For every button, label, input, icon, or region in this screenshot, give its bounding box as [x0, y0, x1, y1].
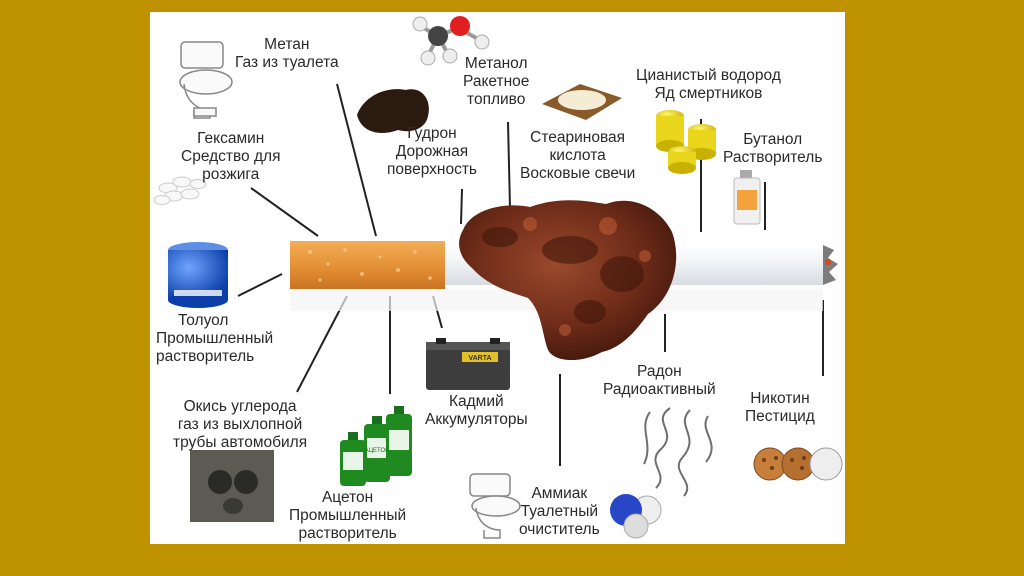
- toluene-barrel-icon: [168, 242, 228, 308]
- label-stearin-sub1: кислота: [549, 147, 606, 164]
- label-ammiak: Аммиак Туалетный очиститель: [519, 485, 600, 539]
- label-radon: Радон Радиоактивный: [603, 363, 716, 399]
- line-metan: [336, 83, 377, 237]
- label-radon-title: Радон: [637, 363, 682, 380]
- toilet-icon-top: [179, 41, 233, 119]
- acetone-bottle-label: АЦЕТОН: [365, 448, 390, 454]
- label-radon-sub: Радиоактивный: [603, 381, 716, 398]
- line-toluol: [237, 273, 283, 297]
- label-ammiak-title: Аммиак: [531, 485, 588, 502]
- diagram-panel: АЦЕТОН VARTA: [150, 12, 845, 544]
- label-carbon-sub2: трубы автомобиля: [173, 434, 308, 451]
- label-carbon-title: Окись углерода: [183, 398, 297, 415]
- label-toluol: Толуол Промышленный растворитель: [156, 312, 273, 366]
- battery-brand: VARTA: [468, 355, 491, 362]
- label-gudron-sub2: поверхность: [387, 161, 477, 178]
- label-gudron-title: Гудрон: [407, 125, 457, 142]
- smoke-icon: [643, 407, 713, 497]
- toilet-icon-bottom: [469, 473, 521, 539]
- cigarette-filter: [290, 241, 445, 289]
- label-carbon-sub1: газ из выхлопной: [177, 416, 303, 433]
- label-metanol-sub2: топливо: [467, 91, 526, 108]
- cigarette-ash: [823, 245, 838, 285]
- label-stearin-title: Стеариновая: [530, 129, 626, 146]
- label-aceton-sub2: растворитель: [298, 525, 397, 542]
- line-carbon: [296, 295, 348, 393]
- label-gudron: Гудрон Дорожная поверхность: [387, 125, 477, 179]
- ammonia-molecule-icon: [610, 494, 662, 539]
- label-aceton-title: Ацетон: [321, 489, 374, 506]
- label-gudron-sub1: Дорожная: [395, 143, 469, 160]
- label-cyan-sub: Яд смертников: [654, 85, 763, 102]
- label-toluol-title: Толуол: [178, 312, 229, 329]
- stearic-acid-icon: [542, 84, 622, 120]
- label-toluol-sub2: растворитель: [156, 348, 255, 365]
- label-metan: Метан Газ из туалета: [235, 36, 339, 72]
- label-geksamin-sub1: Средство для: [181, 148, 281, 165]
- acetone-bottles-icon: АЦЕТОН: [340, 406, 412, 486]
- lung: [459, 200, 677, 361]
- hexamine-tablets-icon: [153, 176, 207, 205]
- label-ammiak-sub2: очиститель: [519, 521, 600, 538]
- butanol-bottle-icon: [733, 170, 761, 225]
- label-metanol-sub1: Ракетное: [463, 73, 530, 90]
- label-aceton-sub1: Промышленный: [289, 507, 407, 524]
- label-metan-sub: Газ из туалета: [235, 54, 339, 71]
- label-nikotin-sub: Пестицид: [745, 408, 815, 425]
- label-nikotin-title: Никотин: [750, 390, 810, 407]
- label-toluol-sub1: Промышленный: [156, 330, 274, 347]
- line-metanol: [507, 121, 511, 209]
- label-stearin-sub2: Восковые свечи: [520, 165, 636, 182]
- label-nikotin: Никотин Пестицид: [745, 390, 815, 426]
- label-butanol: Бутанол Растворитель: [723, 131, 822, 167]
- label-metan-title: Метан: [264, 36, 310, 53]
- label-metanol: Метанол Ракетное топливо: [463, 55, 529, 109]
- label-kadmiy-title: Кадмий: [448, 393, 504, 410]
- label-cyan: Цианистый водород Яд смертников: [636, 67, 781, 103]
- line-gudron: [460, 188, 463, 225]
- label-butanol-title: Бутанол: [743, 131, 803, 148]
- label-metanol-title: Метанол: [464, 55, 528, 72]
- cyanide-cans-icon: [656, 110, 716, 174]
- methanol-molecule-icon: [412, 16, 490, 66]
- label-stearin: Стеариновая кислота Восковые свечи: [520, 129, 635, 183]
- battery-icon: VARTA: [426, 338, 510, 390]
- label-carbon: Окись углерода газ из выхлопной трубы ав…: [173, 398, 307, 452]
- tar-icon: [357, 89, 429, 134]
- line-geksamin: [250, 187, 319, 237]
- cigarette-bundle-icon: [753, 447, 843, 481]
- label-geksamin: Гексамин Средство для розжига: [181, 130, 280, 184]
- label-kadmiy-sub: Аккумуляторы: [425, 411, 528, 428]
- diagram-art: АЦЕТОН VARTA: [153, 16, 843, 539]
- pointer-lines: [237, 83, 824, 466]
- label-cyan-title: Цианистый водород: [636, 67, 781, 84]
- label-butanol-sub: Растворитель: [723, 149, 823, 166]
- gas-mask-photo-icon: [190, 450, 274, 522]
- label-geksamin-sub2: розжига: [202, 166, 260, 183]
- label-geksamin-title: Гексамин: [197, 130, 265, 147]
- label-aceton: Ацетон Промышленный растворитель: [289, 489, 406, 543]
- label-kadmiy: Кадмий Аккумуляторы: [425, 393, 528, 429]
- label-ammiak-sub1: Туалетный: [520, 503, 599, 520]
